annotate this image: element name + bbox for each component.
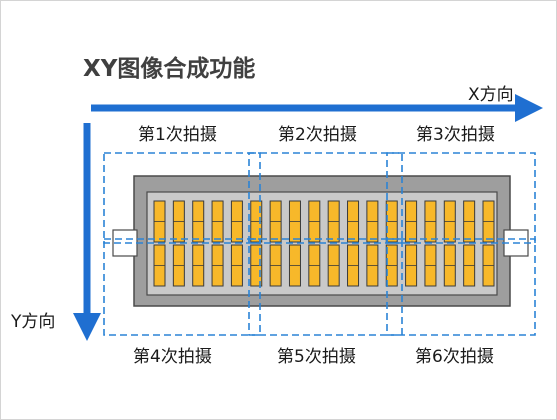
shot-label-1: 第1次拍摄: [138, 125, 217, 145]
capture-frame-2: [248, 152, 403, 244]
capture-frame-3: [386, 152, 536, 244]
y-axis-label: Y方向: [11, 312, 56, 332]
figure-title: XY图像合成功能: [83, 56, 256, 82]
capture-frames: [103, 152, 536, 336]
connector-pins: [153, 200, 495, 287]
capture-frame-4: [103, 238, 261, 336]
capture-frame-6: [386, 238, 536, 336]
shot-label-6: 第6次拍摄: [415, 347, 494, 367]
capture-frame-5: [248, 238, 403, 336]
shot-label-3: 第3次拍摄: [416, 125, 495, 145]
capture-frame-1: [103, 152, 261, 244]
shot-label-5: 第5次拍摄: [277, 347, 356, 367]
shot-label-2: 第2次拍摄: [278, 125, 357, 145]
shot-label-4: 第4次拍摄: [133, 347, 212, 367]
x-axis-label: X方向: [468, 85, 514, 105]
